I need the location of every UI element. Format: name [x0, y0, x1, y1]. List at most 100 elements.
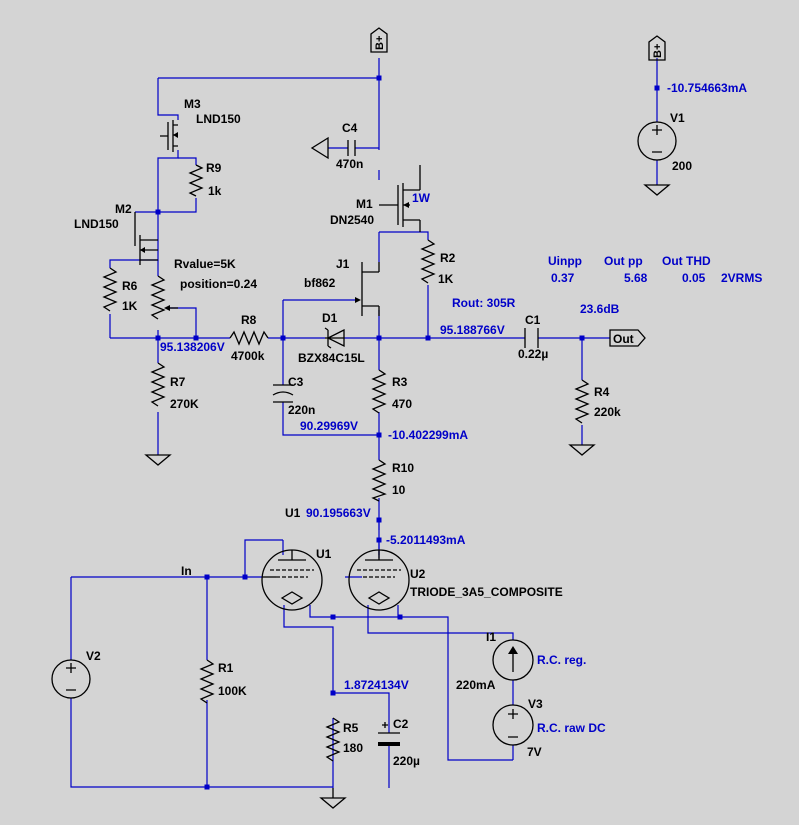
pot-position: position=0.24: [180, 277, 257, 291]
r4-value: 220k: [594, 405, 621, 419]
c3-value: 220n: [288, 403, 315, 417]
capacitor-c4: [310, 136, 356, 160]
resistor-r1: [199, 659, 215, 704]
r6-ref: R6: [122, 279, 138, 293]
triode-u2: [348, 549, 410, 611]
resistor-r2: [420, 239, 436, 284]
gain-label: 23.6dB: [580, 302, 620, 316]
jfet-j1: [355, 262, 380, 316]
u1-ref: U1: [316, 547, 332, 561]
capacitor-c2: [378, 722, 400, 746]
resistor-r3: [371, 369, 387, 414]
r6-value: 1K: [122, 299, 138, 313]
c2-ref: C2: [393, 717, 409, 731]
voltage-source-v2: [51, 659, 91, 699]
c3-ref: C3: [288, 375, 304, 389]
resistor-r10: [371, 459, 387, 502]
r8-value: 4700k: [231, 349, 265, 363]
in-label: In: [181, 564, 192, 578]
u2-model: TRIODE_3A5_COMPOSITE: [410, 585, 563, 599]
i1-ref: I1: [486, 630, 496, 644]
gate-voltage: 95.138206V: [160, 340, 225, 354]
m1-note: 1W: [412, 191, 431, 205]
measurement-labels: 1W -10.754663mA 95.138206V 95.188766V 90…: [160, 81, 747, 735]
c1-value: 0.22µ: [518, 347, 548, 361]
r3-ref: R3: [392, 375, 408, 389]
pot-rvalue: Rvalue=5K: [174, 257, 236, 271]
v2-ref: V2: [86, 649, 101, 663]
capacitor-c1: [524, 328, 539, 348]
triode-u1: [261, 549, 323, 611]
component-labels: M3 LND150 R9 1k M2 LND150 Rvalue=5K posi…: [74, 97, 692, 768]
bplus-label: B+: [374, 36, 386, 50]
d1-model: BZX84C15L: [298, 351, 365, 365]
m1-ref: M1: [356, 197, 373, 211]
j1-ref: J1: [336, 257, 350, 271]
results-value-outpp: 5.68: [624, 271, 648, 285]
r5-ref: R5: [343, 721, 359, 735]
j1-model: bf862: [304, 276, 336, 290]
voltage-source-v1: [637, 121, 677, 161]
m3-model: LND150: [196, 112, 241, 126]
c4-value: 470n: [336, 157, 363, 171]
c4-ref: C4: [342, 121, 358, 135]
mosfet-m3: [160, 120, 178, 152]
i1-value: 220mA: [456, 678, 496, 692]
r9-ref: R9: [206, 161, 222, 175]
resistor-r5: [325, 717, 341, 762]
v3-value: 7V: [527, 745, 542, 759]
r3-current: -10.402299mA: [388, 428, 468, 442]
u1-top-label: U1: [285, 506, 301, 520]
r10-ref: R10: [392, 461, 414, 475]
resistor-r4: [574, 379, 590, 424]
resistor-r6: [102, 267, 118, 312]
out-node-voltage: 95.188766V: [440, 323, 505, 337]
v1-current: -10.754663mA: [667, 81, 747, 95]
c2-value: 220µ: [393, 754, 420, 768]
r2-value: 1K: [438, 272, 454, 286]
r3-value: 470: [392, 397, 412, 411]
m1-model: DN2540: [330, 213, 374, 227]
u1-plate-voltage: 90.195663V: [306, 506, 371, 520]
results-header-outthd: Out THD: [662, 254, 711, 268]
r10-value: 10: [392, 483, 406, 497]
out-label: Out: [613, 332, 634, 346]
zener-d1: [324, 327, 345, 349]
mosfet-m1: [379, 165, 421, 232]
i1-desc: R.C. reg.: [537, 653, 586, 667]
current-source-i1: [492, 639, 534, 681]
bplus-label-right: B+: [652, 44, 664, 58]
m2-ref: M2: [115, 202, 132, 216]
c1-ref: C1: [525, 313, 541, 327]
resistor-r8: [229, 330, 269, 346]
resistor-r9: [188, 164, 204, 197]
v3-ref: V3: [528, 697, 543, 711]
r5-value: 180: [343, 741, 363, 755]
r1-ref: R1: [218, 661, 234, 675]
r4-ref: R4: [594, 385, 610, 399]
results-value-outthd: 0.05: [682, 271, 706, 285]
u2-current: -5.2011493mA: [386, 533, 466, 547]
r7-ref: R7: [170, 375, 186, 389]
v1-ref: V1: [670, 111, 685, 125]
results-header-outpp: Out pp: [604, 254, 643, 268]
results-header-uinpp: Uinpp: [548, 254, 582, 268]
potentiometer: [150, 275, 178, 320]
u2-ref: U2: [410, 567, 426, 581]
d1-ref: D1: [322, 311, 338, 325]
c3-node-voltage: 90.29969V: [300, 419, 358, 433]
v3-desc: R.C. raw DC: [537, 721, 606, 735]
v1-value: 200: [672, 159, 692, 173]
resistor-r7: [150, 362, 166, 407]
r2-ref: R2: [440, 251, 456, 265]
rout-label: Rout: 305R: [452, 296, 516, 310]
cathode-voltage: 1.8724134V: [344, 678, 409, 692]
voltage-source-v3: [492, 704, 534, 746]
m2-model: LND150: [74, 217, 119, 231]
bplus-flag-center: B+: [370, 27, 388, 53]
bplus-flag-right: B+: [648, 35, 666, 61]
results-note: 2VRMS: [721, 271, 762, 285]
m3-ref: M3: [184, 97, 201, 111]
r9-value: 1k: [208, 184, 222, 198]
